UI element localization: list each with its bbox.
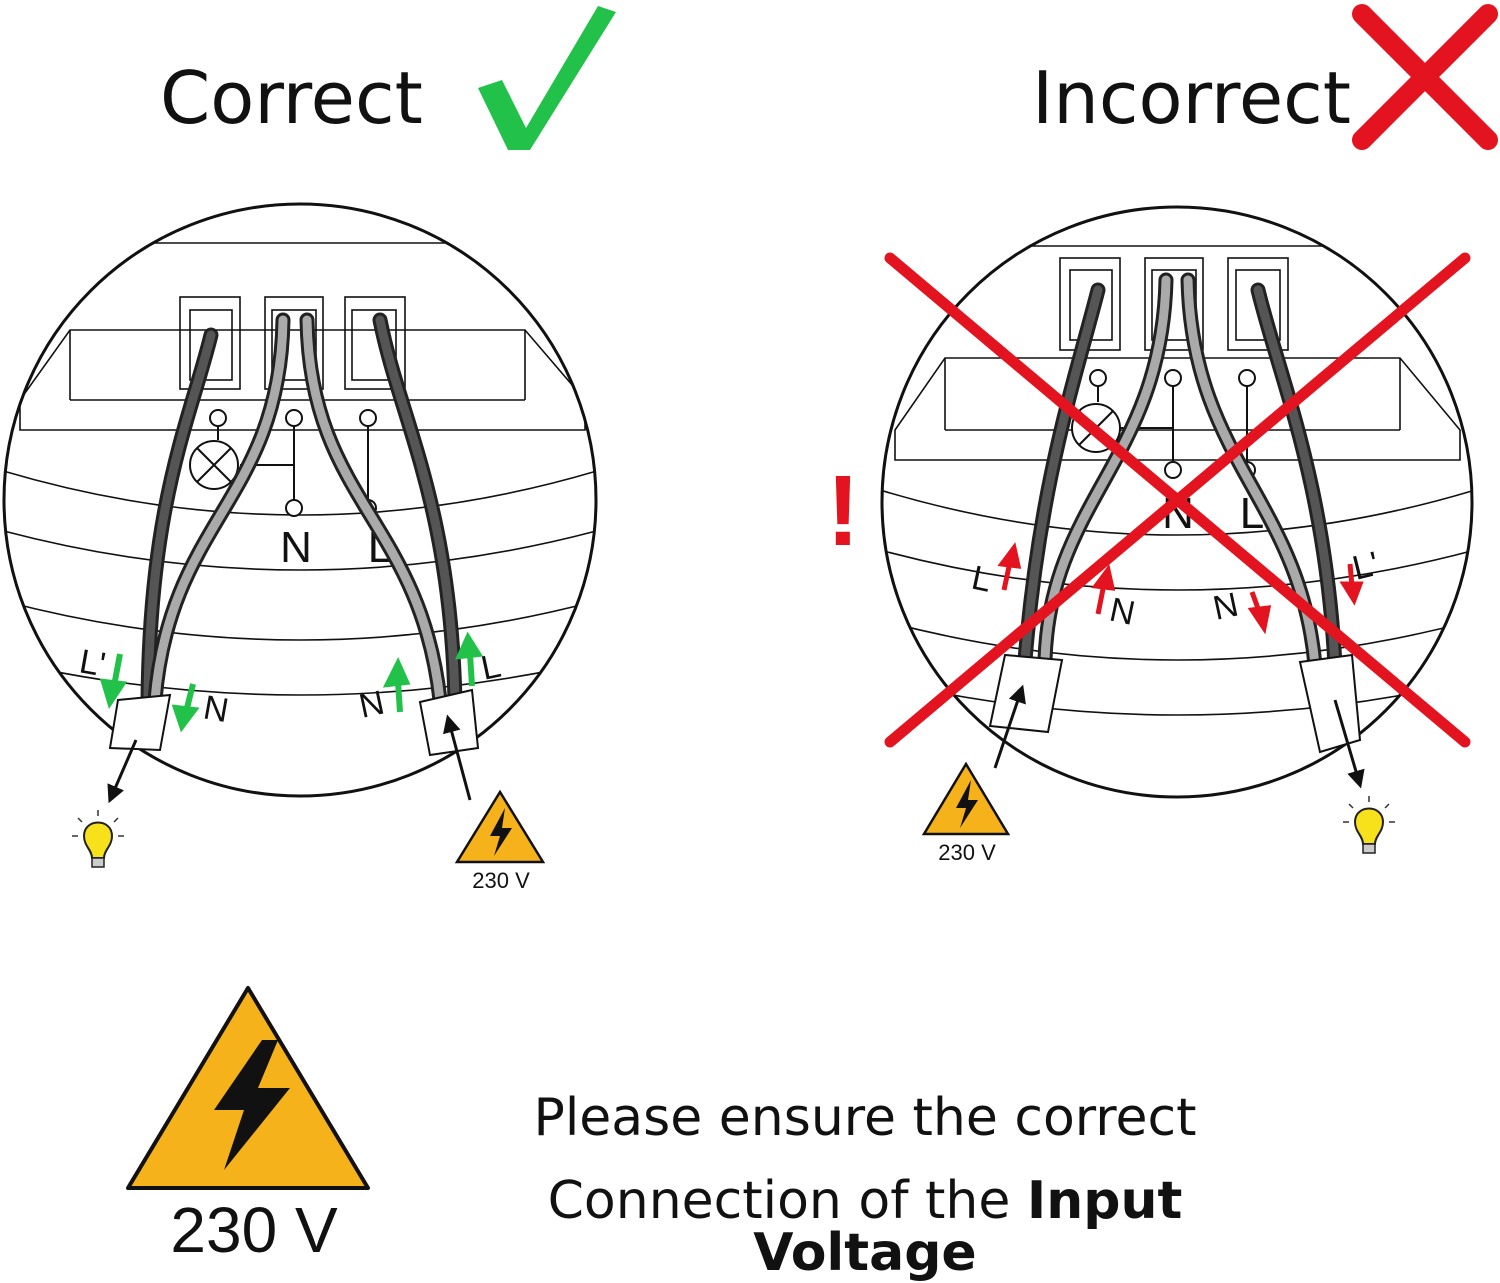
cross-icon xyxy=(1352,4,1498,150)
lightning-warning-icon xyxy=(454,789,546,864)
current-arrows-red xyxy=(997,542,1364,635)
light-bulb-icon xyxy=(72,810,124,868)
terminal-label-n: N xyxy=(280,523,312,572)
incorrect-diagram: N L L N N L' xyxy=(880,205,1474,799)
instruction-line-2: Connection of the Input Voltage xyxy=(440,1175,1290,1279)
light-bulb-icon xyxy=(1343,796,1395,854)
correct-diagram: N L L' N N L xyxy=(2,202,598,804)
instruction-line-1: Please ensure the correct xyxy=(533,1088,1197,1148)
lightning-warning-icon xyxy=(921,761,1011,836)
current-arrows-green xyxy=(99,631,484,733)
svg-text:!: ! xyxy=(826,455,859,567)
voltage-label-correct: 230 V xyxy=(472,868,530,893)
warning-exclamation: ! xyxy=(826,455,859,567)
check-icon xyxy=(478,6,616,150)
voltage-label-incorrect: 230 V xyxy=(938,840,996,865)
incorrect-heading: Incorrect xyxy=(1032,56,1351,140)
lightning-warning-icon-large xyxy=(126,986,370,1190)
voltage-label-large: 230 V xyxy=(170,1194,338,1259)
instruction-line-2-prefix: Connection of the xyxy=(547,1171,1027,1231)
correct-heading: Correct xyxy=(160,56,423,140)
